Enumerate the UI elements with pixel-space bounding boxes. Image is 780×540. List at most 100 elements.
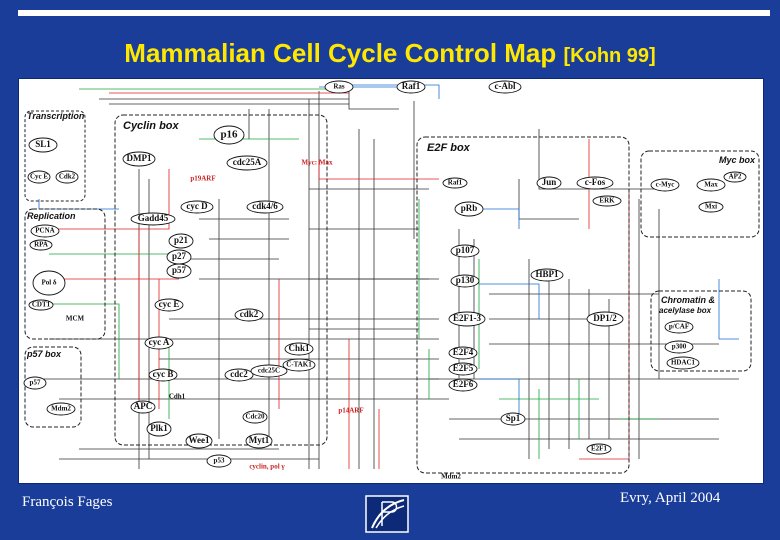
label-pcaf: p/CAF bbox=[669, 323, 689, 331]
phosphorylation-lines bbox=[38, 84, 739, 419]
footer-author: François Fages bbox=[22, 494, 113, 510]
label-dp12: DP1/2 bbox=[593, 313, 617, 323]
node-jun bbox=[536, 176, 562, 190]
node-cyce bbox=[154, 298, 184, 312]
label-cycb: cyc B bbox=[153, 369, 174, 379]
node-cyca bbox=[144, 336, 174, 350]
node-pold bbox=[32, 270, 66, 296]
label-ap2: AP2 bbox=[729, 173, 742, 181]
label-cdk1: Cdc20 bbox=[245, 413, 265, 421]
label-raf1-top: Raf1 bbox=[402, 81, 421, 91]
cyclin-box bbox=[114, 114, 328, 446]
label-pold: Pol δ bbox=[41, 279, 56, 287]
node-cyce-trans bbox=[27, 170, 51, 184]
footer-date: Evry, April 2004 bbox=[620, 490, 721, 506]
cell-cycle-diagram: Transcription Cyclin box E2F box Myc box… bbox=[23, 80, 760, 481]
label-hbp1: HBP1 bbox=[535, 269, 559, 279]
node-p107 bbox=[450, 244, 480, 258]
label-e2f1-bottom: E2F1 bbox=[591, 445, 607, 453]
title-citation: [Kohn 99] bbox=[563, 45, 656, 67]
top-stripe bbox=[18, 10, 770, 16]
node-cdk2 bbox=[234, 308, 264, 322]
label-pcna: PCNA bbox=[35, 227, 54, 235]
node-rpa bbox=[29, 239, 53, 251]
label-p19arf: p19ARF bbox=[190, 175, 215, 183]
slide-title: Mammalian Cell Cycle Control Map [Kohn 9… bbox=[0, 38, 780, 69]
label-cdk2: cdk2 bbox=[240, 309, 259, 319]
label-cabl: c-Abl bbox=[495, 81, 516, 91]
box-title-chromatin-2: acelylase box bbox=[659, 306, 712, 315]
label-e2f6: E2F6 bbox=[453, 379, 474, 389]
label-jun: Jun bbox=[542, 177, 557, 187]
label-myt1: Myt1 bbox=[249, 435, 270, 445]
node-p16 bbox=[213, 125, 245, 145]
node-gadd45 bbox=[130, 212, 176, 226]
label-p300: p300 bbox=[672, 343, 687, 351]
label-cmyc: c-Myc bbox=[656, 181, 675, 189]
label-p57-box: p57 bbox=[30, 379, 41, 387]
label-rpa: RPA bbox=[34, 241, 48, 249]
node-mxi bbox=[698, 201, 724, 213]
label-cycd: cyc D bbox=[186, 201, 208, 211]
box-title-cyclin: Cyclin box bbox=[123, 120, 180, 132]
label-max: Max bbox=[704, 181, 718, 189]
node-hbp1 bbox=[530, 268, 564, 282]
label-gadd45: Gadd45 bbox=[138, 213, 169, 223]
node-myt1 bbox=[245, 433, 273, 449]
node-mdm2-left bbox=[46, 402, 76, 416]
node-wee1 bbox=[185, 433, 213, 449]
node-ctak1 bbox=[282, 358, 316, 372]
label-mdm2-bottom: Mdm2 bbox=[441, 473, 461, 481]
node-pcna bbox=[30, 224, 60, 238]
node-e2f1-bottom bbox=[586, 443, 612, 455]
label-e2f4: E2F4 bbox=[453, 347, 474, 357]
node-cycb bbox=[148, 368, 178, 382]
label-p21: p21 bbox=[174, 235, 189, 245]
protein-nodes bbox=[23, 80, 747, 468]
node-dmp1 bbox=[122, 151, 156, 167]
box-title-myc: Myc box bbox=[719, 155, 756, 165]
node-max bbox=[696, 178, 726, 192]
label-cyca: cyc A bbox=[149, 337, 170, 347]
node-ap2 bbox=[723, 171, 747, 183]
label-mcm: MCM bbox=[66, 315, 85, 323]
node-cabl bbox=[488, 80, 522, 94]
inhibition-lines bbox=[39, 92, 630, 469]
node-p300 bbox=[664, 340, 694, 354]
label-cdc25a: cdc25A bbox=[233, 157, 262, 167]
label-wee1: Wee1 bbox=[189, 435, 210, 445]
myc-box bbox=[640, 150, 760, 238]
node-e2f123 bbox=[448, 311, 486, 327]
label-p130: p130 bbox=[456, 275, 475, 285]
label-chk1: Chk1 bbox=[288, 343, 310, 353]
node-cdk46 bbox=[246, 200, 284, 214]
node-ras bbox=[324, 80, 354, 94]
node-raf1-top bbox=[396, 80, 426, 94]
title-main: Mammalian Cell Cycle Control Map bbox=[124, 38, 557, 68]
node-sl1 bbox=[28, 137, 58, 153]
replication-box bbox=[24, 208, 106, 340]
label-cdc25c: cdc25C bbox=[258, 367, 280, 375]
label-mdm2-left: Mdm2 bbox=[51, 405, 71, 413]
node-cdc25c bbox=[250, 364, 288, 378]
node-cdc2 bbox=[224, 368, 254, 382]
node-dp12 bbox=[586, 311, 624, 327]
institution-logo-icon bbox=[365, 495, 409, 533]
label-cdh1: Cdh1 bbox=[169, 393, 186, 401]
label-cdk46: cdk4/6 bbox=[252, 201, 278, 211]
box-title-transcription: Transcription bbox=[27, 111, 85, 121]
cell-cycle-map: Transcription Cyclin box E2F box Myc box… bbox=[18, 78, 764, 484]
box-title-p57: p57 box bbox=[26, 349, 62, 359]
label-apc: APC bbox=[134, 401, 153, 411]
node-pcaf bbox=[664, 320, 694, 334]
node-raf1-mid bbox=[442, 177, 468, 189]
node-cdk1 bbox=[242, 410, 268, 424]
node-cdk2-trans bbox=[55, 170, 79, 184]
label-p27: p27 bbox=[172, 251, 187, 261]
node-e2f6 bbox=[448, 378, 478, 392]
node-erk bbox=[592, 195, 622, 207]
node-apc bbox=[130, 400, 156, 414]
node-plk1 bbox=[146, 421, 172, 437]
node-p57-box bbox=[23, 376, 47, 390]
